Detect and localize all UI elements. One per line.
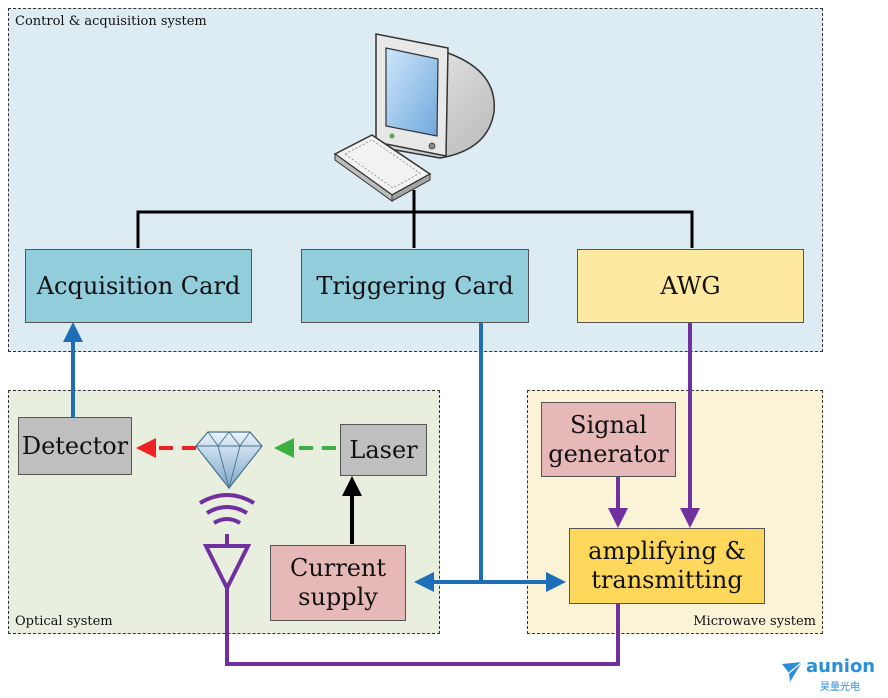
diamond-icon — [195, 431, 263, 490]
acquisition-card-box: Acquisition Card — [25, 249, 252, 323]
triggering-card-box: Triggering Card — [301, 249, 529, 323]
logo-subtext: 昊量光电 — [820, 682, 860, 693]
laser-label: Laser — [349, 435, 418, 464]
triggering-card-label: Triggering Card — [316, 271, 514, 300]
detector-label: Detector — [21, 431, 129, 460]
microwave-system-label: Microwave system — [693, 614, 816, 629]
amplifier-to-antenna-line — [225, 588, 620, 666]
awg-box: AWG — [577, 249, 804, 323]
amplifying-transmitting-box: amplifying & transmitting — [569, 528, 765, 604]
current-supply-box: Current supply — [270, 545, 406, 621]
optical-system-label: Optical system — [15, 614, 113, 629]
control-bus-line — [136, 190, 694, 248]
awg-label: AWG — [660, 271, 721, 300]
amplifying-transmitting-label: amplifying & transmitting — [588, 537, 746, 594]
computer-icon — [333, 33, 495, 202]
signal-generator-box: Signal generator — [541, 402, 676, 477]
logo-text: aunion — [806, 656, 876, 677]
signal-generator-label: Signal generator — [548, 410, 669, 468]
detector-box: Detector — [18, 417, 132, 475]
control-acquisition-label: Control & acquisition system — [15, 14, 207, 29]
antenna-icon — [198, 493, 256, 593]
laser-box: Laser — [340, 424, 427, 476]
acquisition-card-label: Acquisition Card — [36, 271, 241, 300]
current-supply-label: Current supply — [289, 554, 387, 611]
aunion-logo: aunion 昊量光电 — [780, 656, 884, 694]
logo-mark-icon — [782, 661, 803, 682]
